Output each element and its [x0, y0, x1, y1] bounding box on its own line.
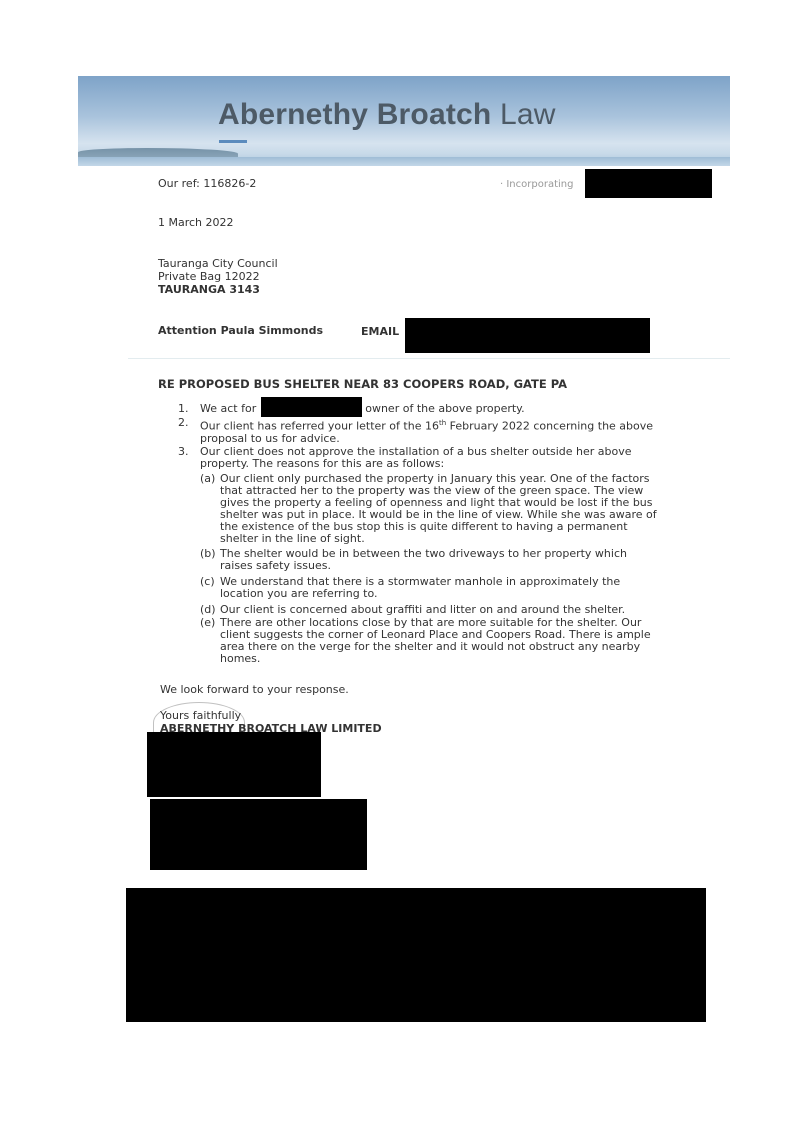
sub-item-c-label: (c)	[200, 575, 215, 588]
recipient-line-2: Private Bag 12022	[158, 270, 260, 283]
firm-logo: Abernethy Broatch Law	[218, 98, 556, 132]
item-3-text: Our client does not approve the installa…	[200, 445, 632, 470]
redaction-signatory	[150, 799, 367, 870]
sub-item-e: (e) There are other locations close by t…	[200, 617, 660, 665]
sub-item-e-label: (e)	[200, 616, 216, 629]
sub-item-a-text: Our client only purchased the property i…	[220, 472, 657, 545]
item-2-number: 2.	[178, 416, 189, 429]
item-3: 3. Our client does not approve the insta…	[178, 446, 658, 470]
email-label: EMAIL	[361, 325, 400, 338]
sub-item-a-label: (a)	[200, 472, 216, 485]
sub-item-b: (b) The shelter would be in between the …	[200, 548, 660, 572]
letter-date: 1 March 2022	[158, 216, 234, 229]
closing-line: We look forward to your response.	[160, 683, 349, 696]
item-2-text: Our client has referred your letter of t…	[200, 417, 658, 445]
signature-mark	[153, 702, 245, 743]
recipient-line-1: Tauranga City Council	[158, 257, 278, 270]
sub-item-e-text: There are other locations close by that …	[220, 616, 651, 665]
sub-item-b-text: The shelter would be in between the two …	[220, 547, 627, 572]
subject-line: RE PROPOSED BUS SHELTER NEAR 83 COOPERS …	[158, 377, 568, 391]
item-2-sup: th	[438, 419, 447, 427]
brand-bold: Abernethy Broatch	[218, 98, 492, 131]
sub-item-d-text: Our client is concerned about graffiti a…	[220, 603, 626, 616]
redaction-footer	[126, 888, 706, 1022]
banner-landscape	[78, 148, 238, 158]
our-ref: Our ref: 116826-2	[158, 177, 257, 190]
divider	[128, 358, 730, 359]
redaction-signature	[147, 732, 321, 797]
item-2-text-a: Our client has referred your letter of t…	[200, 419, 439, 433]
recipient-line-3: TAURANGA 3143	[158, 283, 260, 296]
item-2: 2. Our client has referred your letter o…	[178, 417, 658, 445]
redaction-email	[405, 318, 650, 353]
banner-sea	[78, 157, 730, 166]
brand-light: Law	[500, 98, 556, 131]
redaction-incorporating	[585, 169, 712, 198]
attention-line: Attention Paula Simmonds	[158, 324, 324, 337]
sub-item-c-text: We understand that there is a stormwater…	[220, 575, 621, 600]
sub-item-d: (d) Our client is concerned about graffi…	[200, 604, 660, 616]
item-3-number: 3.	[178, 445, 189, 458]
sub-item-c: (c) We understand that there is a stormw…	[200, 576, 660, 600]
item-1-text-b: he owner of the above property.	[348, 402, 525, 415]
yours-faithfully: Yours faithfully	[160, 709, 242, 722]
letterhead-banner: Abernethy Broatch Law	[78, 76, 730, 166]
item-1-text-a: We act for	[200, 402, 257, 415]
sub-item-d-label: (d)	[200, 603, 216, 616]
incorporating-label: · Incorporating	[500, 179, 574, 190]
sub-item-a: (a) Our client only purchased the proper…	[200, 473, 660, 545]
item-2-text-b: February 2022 concerning the above propo…	[200, 419, 654, 445]
redaction-client-name	[261, 397, 362, 417]
sub-item-b-label: (b)	[200, 547, 216, 560]
item-1-number: 1.	[178, 402, 189, 415]
firm-signoff: ABERNETHY BROATCH LAW LIMITED	[160, 722, 382, 735]
brand-underline	[219, 140, 247, 143]
